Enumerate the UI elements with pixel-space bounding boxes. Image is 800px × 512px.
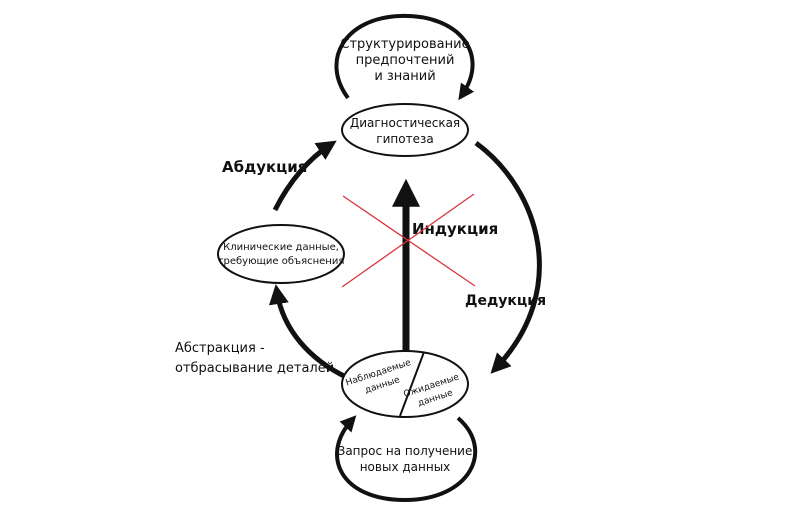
- clinical-label-line1: Клинические данные,: [223, 242, 339, 253]
- deduction-arrow: [474, 140, 542, 374]
- abstraction-label-line1: Абстракция -: [175, 341, 265, 356]
- abduction-label: Абдукция: [222, 158, 307, 176]
- induction-label: Индукция: [412, 220, 498, 238]
- bottom-note-line1: Запрос на получение: [338, 444, 473, 458]
- bottom-loop-arrow: [335, 415, 478, 503]
- clinical-label-line2: требующие объяснения: [218, 256, 345, 267]
- data-node: [341, 350, 469, 418]
- top-loop-arrow: [334, 13, 475, 101]
- abduction-arrow: [272, 140, 337, 212]
- hypothesis-label-line1: Диагностическая: [350, 116, 460, 130]
- hypothesis-node: [341, 103, 469, 157]
- clinical-data-node: [217, 224, 345, 284]
- deduction-label: Дедукция: [465, 293, 546, 309]
- top-note-line1: Структурирование: [340, 37, 469, 52]
- data-node-divider: [399, 351, 425, 417]
- top-note-line3: и знаний: [374, 69, 435, 84]
- abstraction-arrow: [269, 284, 350, 381]
- red-cross-line-2: [341, 193, 475, 288]
- top-note-line2: предпочтений: [356, 53, 455, 68]
- red-cross-line-1: [342, 195, 476, 287]
- hypothesis-label-line2: гипотеза: [376, 132, 433, 146]
- abstraction-label-line2: отбрасывание деталей: [175, 361, 334, 376]
- bottom-note-line2: новых данных: [360, 460, 451, 474]
